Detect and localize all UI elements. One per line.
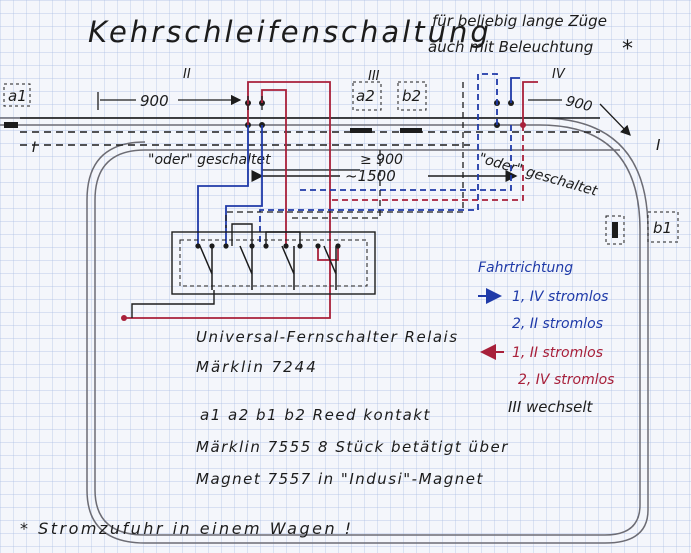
relay-label-line-2: Märklin 7244 <box>196 358 318 376</box>
track-dashed-lines <box>20 131 600 146</box>
direction-blue-line-2: 2, II stromlos <box>512 316 603 332</box>
dimension-900-left: 900 <box>97 92 242 110</box>
section-mark-iv: IV <box>552 67 566 82</box>
section-mark-i-right: I <box>656 136 661 154</box>
svg-text:900: 900 <box>564 93 594 115</box>
dimension-900-mid: ≥ 900 <box>262 152 403 171</box>
dimension-900-right: 900 <box>528 93 631 136</box>
direction-blue-line-1: 1, IV stromlos <box>512 289 608 305</box>
footnote: * Stromzufuhr in einem Wagen ! <box>20 519 354 538</box>
subtitle-line-1: für beliebig lange Züge <box>432 12 607 30</box>
track-loop <box>0 117 649 544</box>
svg-text:a2: a2 <box>356 87 375 105</box>
contact-b2: b2 <box>397 81 427 133</box>
section-mark-iii: III <box>368 69 380 84</box>
reed-line-3: Magnet 7557 in "Indusi"-Magnet <box>196 470 484 488</box>
direction-heading: Fahrtrichtung <box>478 260 573 276</box>
reed-line-1: a1 a2 b1 b2 Reed kontakt <box>200 406 431 424</box>
svg-text:~1500: ~1500 <box>345 167 396 185</box>
asterisk-mark: * <box>622 37 633 62</box>
section-mark-i-left: I <box>32 140 36 156</box>
contact-a2: a2 <box>350 81 382 133</box>
direction-red-line-1: 1, II stromlos <box>512 345 603 361</box>
svg-text:a1: a1 <box>8 87 27 105</box>
diagram-title: Kehrschleifenschaltung <box>88 15 492 49</box>
oder-label-left: "oder" geschaltet <box>148 152 271 168</box>
contact-b1: b1 <box>605 211 679 245</box>
relay-block <box>171 231 376 295</box>
svg-text:b1: b1 <box>653 219 672 237</box>
svg-text:900: 900 <box>140 92 169 110</box>
section-mark-ii: II <box>183 67 191 82</box>
svg-text:≥ 900: ≥ 900 <box>360 152 403 168</box>
red-wire-end-dot <box>121 315 127 321</box>
dashed-control-wiring <box>225 82 464 228</box>
subtitle-line-2: auch mit Beleuchtung <box>428 38 593 56</box>
direction-note: III wechselt <box>508 398 594 416</box>
relay-terminals <box>195 243 341 249</box>
relay-label-line-1: Universal-Fernschalter Relais <box>196 328 459 346</box>
contact-a1: a1 <box>3 83 31 128</box>
svg-text:b2: b2 <box>402 87 421 105</box>
blue-wiring <box>197 73 520 246</box>
relay-switch-contacts <box>199 245 337 290</box>
dimension-1500: ~1500 <box>251 167 518 185</box>
direction-red-line-2: 2, IV stromlos <box>518 372 614 388</box>
reed-line-2: Märklin 7555 8 Stück betätigt über <box>196 438 509 456</box>
